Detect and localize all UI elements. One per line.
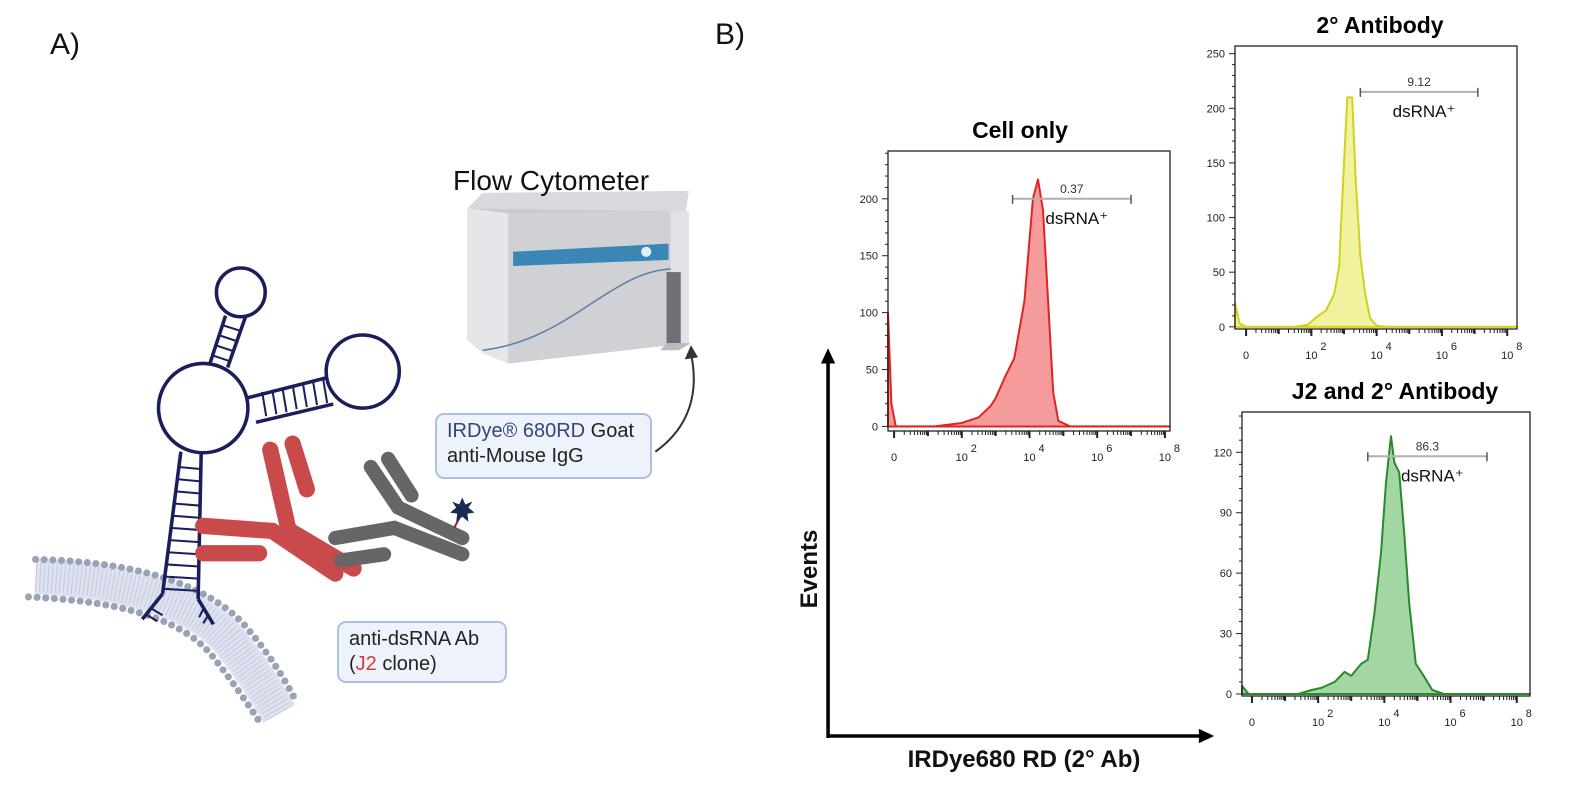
x-tick-label: 10 [1444, 717, 1456, 729]
irdye-label: IRDye® 680RD [447, 420, 586, 442]
x-tick-label: 10 [1378, 717, 1390, 729]
y-tick-label: 50 [1213, 267, 1225, 279]
gate-name: dsRNA⁺ [1045, 209, 1108, 228]
y-tick-label: 100 [1207, 213, 1225, 225]
y-tick-label: 90 [1220, 508, 1232, 520]
fluorophore-star-icon [450, 497, 475, 522]
y-tick-label: 150 [1207, 158, 1225, 170]
callout-text: ( [349, 653, 356, 675]
x-tick-label: 10 [1371, 350, 1383, 362]
y-tick-label: 0 [872, 421, 878, 433]
y-tick-label: 0 [1226, 689, 1232, 701]
j2-label: J2 [355, 653, 377, 675]
chart-title-2nd-antibody: 2° Antibody [1316, 12, 1444, 38]
plot-frame [1234, 45, 1518, 330]
x-tick-label: 10 [1305, 350, 1317, 362]
x-tick-label: 10 [1159, 452, 1171, 464]
x-tick-label: 0 [1249, 717, 1255, 729]
primary-antibody-callout: anti-dsRNA Ab (J2 clone) [337, 621, 507, 683]
x-tick-exponent: 8 [1516, 341, 1522, 353]
x-axis-title: IRDye680 RD (2° Ab) [907, 746, 1141, 773]
y-tick-label: 100 [860, 308, 878, 320]
gate-name: dsRNA⁺ [1401, 466, 1464, 485]
secondary-antibody-callout: IRDye® 680RD Goat anti-Mouse IgG [435, 413, 652, 479]
y-tick-label: 200 [1207, 103, 1225, 115]
x-tick-exponent: 8 [1526, 708, 1532, 720]
x-tick-label: 10 [1023, 452, 1035, 464]
x-tick-exponent: 4 [1393, 708, 1399, 720]
callout-text: anti-dsRNA Ab [349, 628, 480, 650]
plot-frame [1241, 411, 1531, 697]
panel-a-label: A) [50, 28, 80, 61]
histogram-area [887, 178, 1171, 428]
panel-b-label: B) [715, 18, 745, 51]
x-tick-exponent: 4 [1039, 443, 1045, 455]
y-tick-label: 200 [860, 194, 878, 206]
x-tick-label: 10 [1501, 350, 1513, 362]
flow-cytometer-label: Flow Cytometer [453, 165, 650, 196]
secondary-antibody-illustration [328, 451, 470, 568]
cell-membrane-illustration [24, 555, 301, 727]
y-arrow-icon [820, 348, 836, 364]
dsrna-structure-illustration [140, 266, 402, 626]
x-tick-exponent: 8 [1174, 443, 1180, 455]
callout-text: anti-Mouse IgG [447, 445, 584, 467]
chart-title-cell-only: Cell only [972, 117, 1068, 143]
y-tick-label: 30 [1220, 629, 1232, 641]
gate-value: 86.3 [1416, 439, 1440, 453]
histogram-area [1241, 435, 1531, 695]
gate-name: dsRNA⁺ [1393, 102, 1456, 121]
x-tick-exponent: 6 [1106, 443, 1112, 455]
callout-text: Goat [585, 420, 635, 442]
x-tick-label: 10 [956, 452, 968, 464]
x-tick-label: 0 [1243, 350, 1249, 362]
gate-value: 9.12 [1407, 75, 1431, 89]
primary-antibody-j2-illustration [195, 435, 362, 582]
combined-axes [826, 360, 1201, 739]
callout-text: clone) [376, 653, 437, 675]
arrow-to-cytometer-icon [654, 353, 695, 453]
x-tick-exponent: 4 [1386, 341, 1392, 353]
x-tick-label: 10 [1436, 350, 1448, 362]
x-tick-exponent: 2 [971, 443, 977, 455]
x-tick-exponent: 6 [1460, 708, 1466, 720]
x-tick-label: 10 [1312, 717, 1324, 729]
y-tick-label: 0 [1219, 322, 1225, 334]
x-tick-exponent: 6 [1451, 341, 1457, 353]
flow-cytometer-illustration [467, 190, 691, 364]
x-arrow-icon [1198, 728, 1215, 744]
chart-title-j2-and-2nd-antibody: J2 and 2° Antibody [1291, 378, 1499, 404]
histogram-area [1234, 96, 1518, 328]
x-tick-label: 10 [1091, 452, 1103, 464]
y-tick-label: 150 [860, 251, 878, 263]
y-tick-label: 50 [866, 365, 878, 377]
y-tick-label: 120 [1214, 447, 1232, 459]
x-tick-label: 0 [891, 452, 897, 464]
x-tick-label: 10 [1511, 717, 1523, 729]
y-tick-label: 250 [1207, 49, 1225, 61]
gate-value: 0.37 [1060, 182, 1084, 196]
x-tick-exponent: 2 [1327, 708, 1333, 720]
x-tick-exponent: 2 [1320, 341, 1326, 353]
y-tick-label: 60 [1220, 568, 1232, 580]
